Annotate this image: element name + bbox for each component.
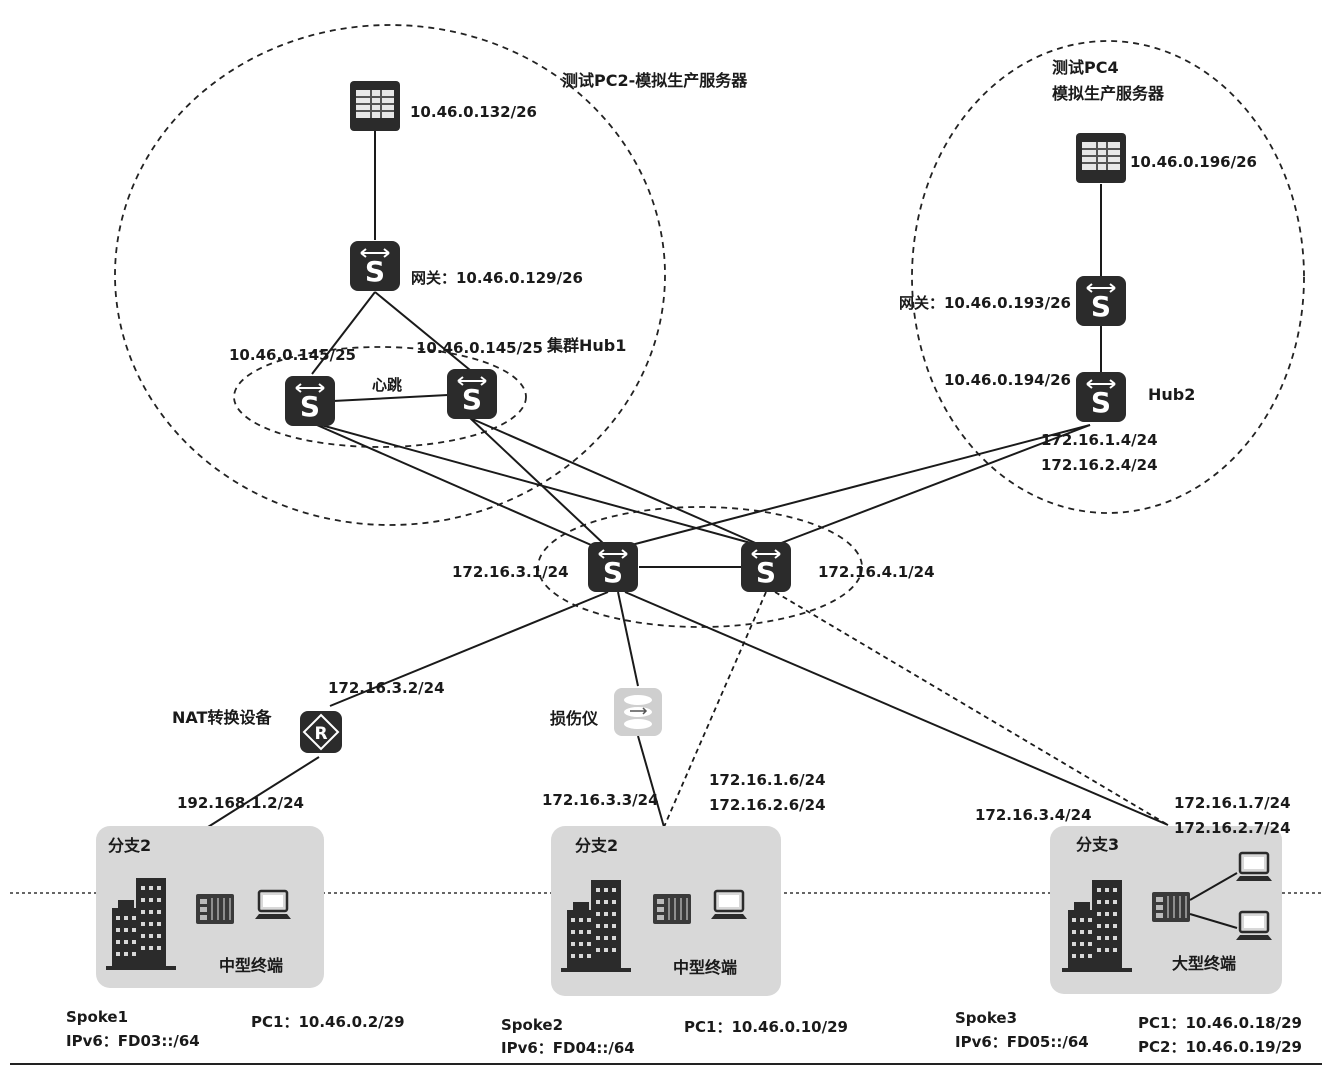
spoke3-ip-a: 172.16.1.7/24	[1174, 794, 1291, 812]
backup-links	[663, 591, 1169, 828]
server-icon	[1075, 132, 1127, 184]
hub2-ip-b: 172.16.2.4/24	[1041, 456, 1158, 474]
hub2-ip-a: 172.16.1.4/24	[1041, 431, 1158, 449]
svg-text:R: R	[314, 724, 327, 744]
pc4-title-line2: 模拟生产服务器	[1052, 84, 1165, 103]
branch-name: 分支3	[1076, 835, 1119, 854]
branch-name: 分支2	[575, 836, 618, 855]
hub2-zone	[911, 40, 1305, 514]
links	[207, 108, 1169, 828]
spoke2-ip: 172.16.3.3/24	[542, 791, 659, 809]
spoke3-ip-b: 172.16.2.7/24	[1174, 819, 1291, 837]
core-zone	[537, 506, 863, 628]
spoke3-ip: 172.16.3.4/24	[975, 806, 1092, 824]
server1-ip: 10.46.0.132/26	[410, 103, 537, 121]
spoke-ipv6: IPv6：FD03::/64	[66, 1032, 200, 1050]
pc4-title-line1: 测试PC4	[1052, 58, 1119, 77]
branch-terminal: 中型终端	[219, 956, 283, 975]
spoke-name: Spoke1	[66, 1008, 128, 1026]
nat-upstream-ip: 172.16.3.2/24	[328, 679, 445, 697]
gateway1-label: 网关：10.46.0.129/26	[411, 269, 583, 287]
nat-device-label: NAT转换设备	[172, 708, 272, 727]
core-left-ip: 172.16.3.1/24	[452, 563, 569, 581]
hub1-zone	[114, 24, 666, 526]
switch-icon	[740, 541, 792, 593]
heartbeat-label: 心跳	[372, 376, 402, 394]
core-right-ip: 172.16.4.1/24	[818, 563, 935, 581]
spoke2-ip-a: 172.16.1.6/24	[709, 771, 826, 789]
firewall-icon	[1151, 891, 1191, 923]
router-icon: R	[300, 711, 342, 753]
firewall-icon	[652, 893, 692, 925]
spoke-pc: PC2：10.46.0.19/29	[1138, 1038, 1302, 1056]
spoke-ipv6: IPv6：FD05::/64	[955, 1033, 1089, 1051]
gateway2-label: 网关：10.46.0.193/26	[899, 294, 1071, 312]
switch-icon	[1075, 275, 1127, 327]
hub2-name: Hub2	[1148, 385, 1195, 404]
spoke2-ip-b: 172.16.2.6/24	[709, 796, 826, 814]
spoke-ipv6: IPv6：FD04::/64	[501, 1039, 635, 1057]
spoke-name: Spoke3	[955, 1009, 1017, 1027]
switch-icon	[284, 375, 336, 427]
firewall-icon	[195, 893, 235, 925]
cluster-hub1-label: 集群Hub1	[546, 336, 626, 355]
pc-link	[1189, 872, 1238, 901]
branch-terminal: 大型终端	[1172, 954, 1236, 973]
spoke-pc: PC1：10.46.0.10/29	[684, 1018, 848, 1036]
impairment-label: 损伤仪	[550, 709, 599, 728]
spoke-pc: PC1：10.46.0.2/29	[251, 1013, 405, 1031]
switch-icon	[587, 541, 639, 593]
switch-icon	[349, 240, 401, 292]
branch-terminal: 中型终端	[673, 958, 737, 977]
hub2-ip: 10.46.0.194/26	[944, 371, 1071, 389]
branch-name: 分支2	[108, 836, 151, 855]
switch-icon	[1075, 371, 1127, 423]
switch-icon	[446, 368, 498, 420]
spoke-pc: PC1：10.46.0.18/29	[1138, 1014, 1302, 1032]
pc2-title: 测试PC2-模拟生产服务器	[562, 71, 748, 90]
server-icon	[349, 80, 401, 132]
impairment-icon	[614, 688, 662, 736]
nat-downstream-ip: 192.168.1.2/24	[177, 794, 304, 812]
hub1-right-ip: 10.46.0.145/25	[416, 339, 543, 357]
pc-link	[1189, 913, 1238, 929]
server2-ip: 10.46.0.196/26	[1130, 153, 1257, 171]
cluster-hub1-zone	[233, 346, 527, 448]
hub1-left-ip: 10.46.0.145/25	[229, 346, 356, 364]
spoke-name: Spoke2	[501, 1016, 563, 1034]
